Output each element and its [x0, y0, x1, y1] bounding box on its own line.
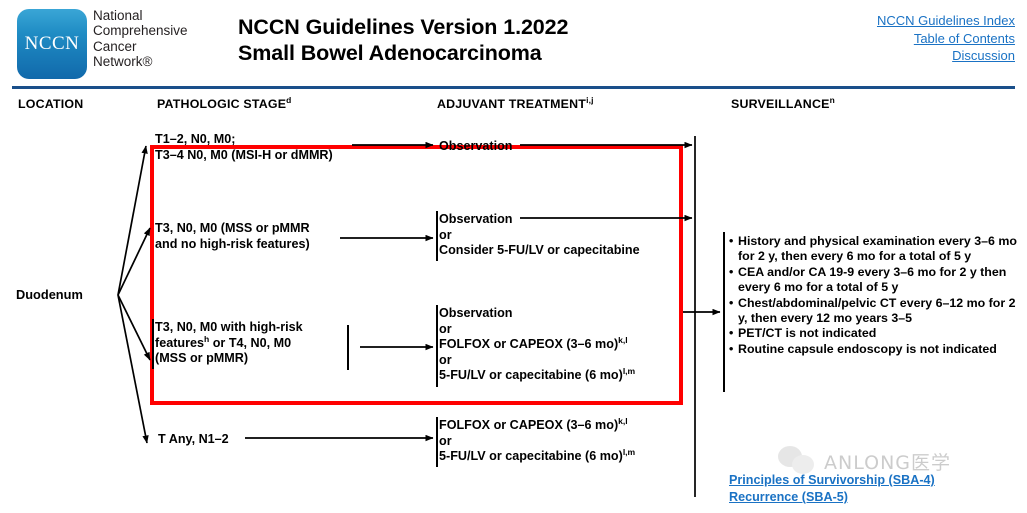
column-header-pathologic-stage-text: PATHOLOGIC STAGE: [157, 97, 287, 111]
footnote-marker-h: h: [204, 333, 210, 344]
treatment-row-3-line-5: 5-FU/LV or capecitabine (6 mo)l,m: [439, 366, 636, 383]
column-header-adjuvant-treatment: ADJUVANT TREATMENTi,j: [437, 94, 594, 111]
stage-row-1: T1–2, N0, M0; T3–4 N0, M0 (MSI-H or dMMR…: [155, 132, 333, 163]
footnote-marker-d: d: [286, 94, 292, 105]
treatment-row-1-line-1: Observation: [439, 139, 513, 153]
treatment-row-3-line-3: FOLFOX or CAPEOX (3–6 mo)k,l: [439, 335, 628, 352]
header-link-group: NCCN Guidelines Index Table of Contents …: [877, 12, 1015, 65]
org-line-1: National: [93, 8, 143, 23]
treatment-row-3: Observation or FOLFOX or CAPEOX (3–6 mo)…: [439, 306, 635, 384]
treatment-row-4: FOLFOX or CAPEOX (3–6 mo)k,l or 5-FU/LV …: [439, 415, 636, 465]
column-header-pathologic-stage: PATHOLOGIC STAGEd: [157, 94, 292, 111]
surveillance-list: History and physical examination every 3…: [729, 234, 1019, 358]
stage-row-3-left-rule: [152, 319, 154, 369]
treatment-row-3-line-4: or: [439, 352, 452, 367]
page-title-version: NCCN Guidelines Version 1.2022: [238, 15, 569, 39]
column-header-surveillance: SURVEILLANCEn: [731, 94, 835, 111]
location-duodenum: Duodenum: [16, 287, 83, 302]
footnote-marker-n: n: [829, 94, 835, 105]
stage-row-3-line-3: (MSS or pMMR): [155, 351, 249, 366]
org-line-4: Network®: [93, 54, 153, 70]
header-divider: [12, 86, 1015, 89]
organization-name: National Comprehensive Cancer Network®: [93, 8, 203, 70]
stage-row-3-right-rule: [347, 325, 349, 370]
footnote-marker-lm: l,m: [622, 366, 636, 377]
surveillance-item-petct: PET/CT is not indicated: [729, 326, 1019, 342]
link-recurrence[interactable]: Recurrence (SBA-5): [729, 490, 848, 504]
page-title: NCCN Guidelines Version 1.2022 Small Bow…: [238, 14, 568, 66]
stage-row-3-line-1: T3, N0, M0 with high-risk: [155, 320, 303, 334]
footnote-marker-lm-2: l,m: [622, 447, 636, 457]
footnote-marker-ij: i,j: [586, 94, 594, 105]
surveillance-item-ct: Chest/abdominal/pelvic CT every 6–12 mo …: [729, 296, 1019, 327]
nccn-logo-text: NCCN: [24, 33, 80, 54]
surveillance-item-history: History and physical examination every 3…: [729, 234, 1019, 265]
treatment-row-3-line-1: Observation: [439, 306, 513, 320]
stage-row-3: T3, N0, M0 with high-risk featuresh or T…: [155, 320, 303, 367]
link-discussion[interactable]: Discussion: [952, 48, 1015, 63]
treatment-row-4-line-2: or: [439, 433, 452, 448]
stage-row-2-line-2: and no high-risk features): [155, 236, 310, 251]
nccn-logo: NCCN: [17, 9, 87, 79]
stage-row-4-line-1: T Any, N1–2: [158, 432, 229, 446]
stage-row-2-line-1: T3, N0, M0 (MSS or pMMR: [155, 221, 310, 235]
column-header-location: LOCATION: [18, 97, 84, 111]
treatment-row-3-line-2: or: [439, 321, 452, 336]
treatment-row-2-line-1: Observation: [439, 212, 513, 226]
treatment-row-2-rule: [436, 211, 438, 261]
stage-row-1-line-2: T3–4 N0, M0 (MSI-H or dMMR): [155, 147, 333, 162]
link-table-of-contents[interactable]: Table of Contents: [913, 30, 1015, 46]
footnote-marker-kl: k,l: [618, 335, 628, 345]
stage-row-3-line-2: featuresh or T4, N0, M0: [155, 333, 292, 350]
treatment-row-4-line-3: 5-FU/LV or capecitabine (6 mo)l,m: [439, 447, 636, 464]
org-line-3: Cancer: [93, 38, 137, 54]
column-header-adjuvant-treatment-text: ADJUVANT TREATMENT: [437, 97, 587, 111]
treatment-row-4-rule: [436, 417, 438, 467]
treatment-row-1: Observation: [439, 139, 512, 155]
org-line-2: Comprehensive: [93, 23, 188, 39]
treatment-row-2: Observation or Consider 5-FU/LV or capec…: [439, 212, 640, 259]
footer-link-group: Principles of Survivorship (SBA-4) Recur…: [729, 472, 935, 506]
surveillance-item-cea: CEA and/or CA 19-9 every 3–6 mo for 2 y …: [729, 265, 1019, 296]
surveillance-bracket: [723, 232, 725, 392]
page-title-subject: Small Bowel Adenocarcinoma: [238, 41, 542, 65]
treatment-row-4-line-1: FOLFOX or CAPEOX (3–6 mo)k,l: [439, 415, 628, 432]
stage-row-2: T3, N0, M0 (MSS or pMMR and no high-risk…: [155, 221, 310, 252]
treatment-row-3-rule: [436, 305, 438, 387]
surveillance-item-capsule-endoscopy: Routine capsule endoscopy is not indicat…: [729, 342, 1019, 358]
footnote-marker-kl-2: k,l: [618, 415, 628, 426]
page-header: NCCN National Comprehensive Cancer Netwo…: [0, 0, 1027, 89]
treatment-row-2-line-2: or: [439, 227, 452, 242]
link-principles-of-survivorship[interactable]: Principles of Survivorship (SBA-4): [729, 473, 935, 487]
stage-row-4: T Any, N1–2: [158, 432, 229, 448]
link-guidelines-index[interactable]: NCCN Guidelines Index: [876, 13, 1015, 28]
column-header-surveillance-text: SURVEILLANCE: [731, 97, 830, 111]
stage-row-1-line-1: T1–2, N0, M0;: [155, 132, 236, 146]
treatment-row-2-line-3: Consider 5-FU/LV or capecitabine: [439, 243, 640, 258]
